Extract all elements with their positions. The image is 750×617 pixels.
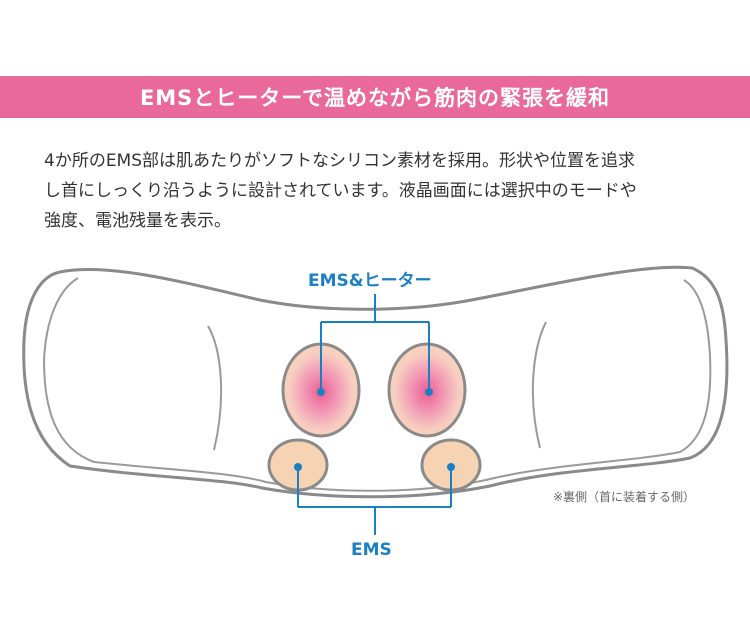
banner-title: EMSとヒーターで温めながら筋肉の緊張を緩和 xyxy=(139,86,611,110)
left-side-panel xyxy=(207,325,223,451)
callout-dot-lower-right xyxy=(447,463,455,471)
label-ems-heater: EMS&ヒーター xyxy=(308,271,432,291)
description-line-3: 強度、電池残量を表示。 xyxy=(44,211,231,231)
device-inner-face xyxy=(42,277,712,492)
description-text: 4か所のEMS部は肌あたりがソフトなシリコン素材を採用。形状や位置を追求 し首に… xyxy=(44,146,714,236)
callout-dot-lower-left xyxy=(294,463,302,471)
description-line-2: し首にしっくり沿うように設計されています。液晶画面には選択中のモードや xyxy=(44,181,637,201)
callout-dot-upper-left xyxy=(317,388,325,396)
description-line-1: 4か所のEMS部は肌あたりがソフトなシリコン素材を採用。形状や位置を追求 xyxy=(44,151,636,171)
callout-top-lines xyxy=(320,294,430,392)
device-outer-shell xyxy=(22,265,729,499)
back-side-note: ※裏側（首に装着する側） xyxy=(553,490,696,504)
label-ems: EMS xyxy=(351,540,392,560)
callout-bottom-lines xyxy=(297,467,452,535)
right-side-panel xyxy=(531,321,547,449)
title-banner: EMSとヒーターで温めながら筋肉の緊張を緩和 xyxy=(0,76,750,118)
callout-dot-upper-right xyxy=(425,388,433,396)
